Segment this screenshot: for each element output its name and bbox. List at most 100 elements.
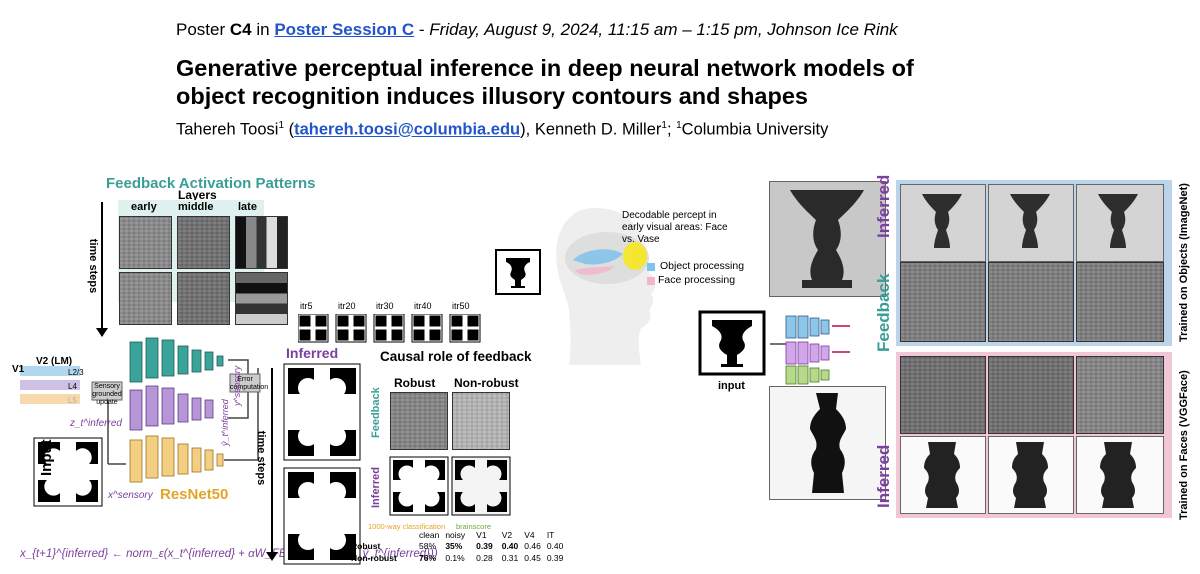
- teal-feature-stack: [129, 337, 224, 383]
- iteration-thumbnails: [298, 314, 481, 343]
- face-legend-swatch: [647, 277, 655, 285]
- z-inferred-label: z_t^inferred: [70, 418, 122, 429]
- table-row: Robust 58% 35% 0.39 0.40 0.46 0.40: [350, 540, 566, 552]
- cell: 0.1%: [445, 553, 465, 563]
- y-inferred-label: ŷ_t^inferred: [220, 399, 230, 446]
- v2-label: V2 (LM): [36, 356, 73, 367]
- time-steps-label-2: time steps: [255, 430, 268, 486]
- causal-role-title: Causal role of feedback: [380, 349, 532, 364]
- col-v1: V1: [476, 530, 487, 540]
- faces-feedback-3: [1076, 356, 1164, 434]
- title-line-1: Generative perceptual inference in deep …: [176, 55, 914, 81]
- poster-session-link[interactable]: Poster Session C: [274, 20, 415, 39]
- activation-late-t2: [235, 272, 288, 325]
- itr-thumb-20: [335, 314, 367, 343]
- inferred-heading: Inferred: [286, 345, 339, 361]
- cell: 0.28: [476, 553, 493, 563]
- poster-prefix: Poster: [176, 20, 226, 39]
- object-processing-region: [573, 249, 623, 265]
- object-legend-swatch: [647, 263, 655, 271]
- face-processing-region: [575, 266, 615, 275]
- affiliation: Columbia University: [681, 120, 829, 139]
- itr-thumb-50: [449, 314, 481, 343]
- robust-feedback-image: [390, 392, 448, 450]
- cell: 0.31: [501, 553, 519, 563]
- rubin-vase-icon: [495, 249, 541, 295]
- author-2-sup: 1: [661, 120, 667, 131]
- layers-label: Layers: [178, 188, 217, 202]
- l4-label: L4: [68, 382, 77, 391]
- cell: 0.39: [476, 541, 493, 551]
- time-axis: time steps: [87, 202, 112, 337]
- col-clean: clean: [419, 530, 440, 540]
- itr-label-30: itr30: [376, 301, 394, 311]
- row-name: Robust: [351, 541, 381, 551]
- objects-feedback-2: [988, 262, 1074, 342]
- table-row: Non-robust 76% 0.1% 0.28 0.31 0.45 0.39: [350, 552, 566, 564]
- time-axis-2: time steps: [255, 368, 282, 564]
- itr-thumb-30: [373, 314, 405, 343]
- in-word: in: [256, 20, 270, 39]
- feedback-mid-label: Feedback: [874, 273, 893, 352]
- sensory-update-label: Sensory grounded update: [92, 383, 122, 406]
- itr-label-20: itr20: [338, 301, 356, 311]
- trained-objects-label: Trained on Objects (ImageNet): [1178, 183, 1190, 342]
- x-sensory-label: x^sensory: [108, 490, 153, 501]
- authors-line: Tahereh Toosi1 (tahereh.toosi@columbia.e…: [176, 120, 829, 139]
- faces-dark-overlay: [810, 393, 846, 493]
- objects-feedback-1: [900, 262, 986, 342]
- inferred-bottom-label: Inferred: [874, 444, 893, 508]
- y-sensory-label: y^sensory: [232, 365, 242, 406]
- network-diagram: [20, 337, 261, 507]
- cell: 0.46: [524, 541, 541, 551]
- activation-middle-t2: [177, 272, 230, 325]
- input-vase-image: [698, 310, 766, 376]
- itr-label-50: itr50: [452, 301, 470, 311]
- robust-label: Robust: [394, 376, 436, 390]
- classification-title: 1000-way classification: [368, 522, 446, 531]
- v1-label: V1: [12, 364, 25, 375]
- l56-label: L5: [68, 396, 77, 405]
- feedback-patterns-title: Feedback Activation Patterns: [106, 175, 316, 192]
- input-vase-label: input: [718, 380, 745, 392]
- col-noisy: noisy: [445, 530, 466, 540]
- object-processing-label: Object processing: [660, 260, 745, 272]
- separator: -: [418, 20, 425, 39]
- feedback-side-label: Feedback: [370, 387, 382, 438]
- error-computation-label: Error computation: [230, 376, 269, 391]
- cell: 35%: [445, 541, 463, 551]
- early-visual-region: [623, 242, 647, 270]
- time-steps-label: time steps: [87, 238, 100, 294]
- cell: 0.45: [524, 553, 541, 563]
- causal-inferred-images: [389, 456, 511, 516]
- nonrobust-label: Non-robust: [454, 376, 519, 390]
- row-name: Non-robust: [351, 553, 397, 563]
- email-link[interactable]: tahereh.toosi@columbia.edu: [294, 120, 521, 139]
- faces-feedback-1: [900, 356, 986, 434]
- inferred-side-label: Inferred: [370, 467, 382, 508]
- l23-label: L2/3: [68, 368, 84, 377]
- col-v4: V4: [524, 530, 535, 540]
- paper-title: Generative perceptual inference in deep …: [176, 54, 914, 110]
- down-arrow-icon-2: [266, 552, 278, 561]
- author-2: Kenneth D. Miller: [534, 120, 662, 139]
- decodable-percept-text: Decodable percept in early visual areas:…: [622, 210, 728, 245]
- input-pacmen: [38, 442, 98, 502]
- table-header-row: clean noisy V1 V2 V4 IT: [350, 530, 566, 540]
- face-processing-label: Face processing: [658, 274, 736, 286]
- cell: 0.40: [501, 541, 519, 551]
- iteration-strip: itr5 itr20 itr30 itr40 itr50: [296, 301, 486, 343]
- activation-early-t2: [119, 272, 172, 325]
- activation-middle-t1: [177, 216, 230, 269]
- time-axis-line: [101, 202, 103, 336]
- sensory-update-box: [91, 381, 123, 401]
- purple-feature-stack: [129, 385, 214, 431]
- faces-vase-shapes: [924, 442, 1136, 508]
- inferred-square-images: [283, 363, 361, 565]
- objects-feedback-3: [1076, 262, 1164, 342]
- trained-faces-label: Trained on Faces (VGGFace): [1178, 370, 1190, 520]
- cell: 0.39: [546, 553, 564, 563]
- objects-vase-shapes: [922, 194, 1138, 248]
- activation-early-t1: [119, 216, 172, 269]
- time-axis-2-line: [271, 368, 273, 558]
